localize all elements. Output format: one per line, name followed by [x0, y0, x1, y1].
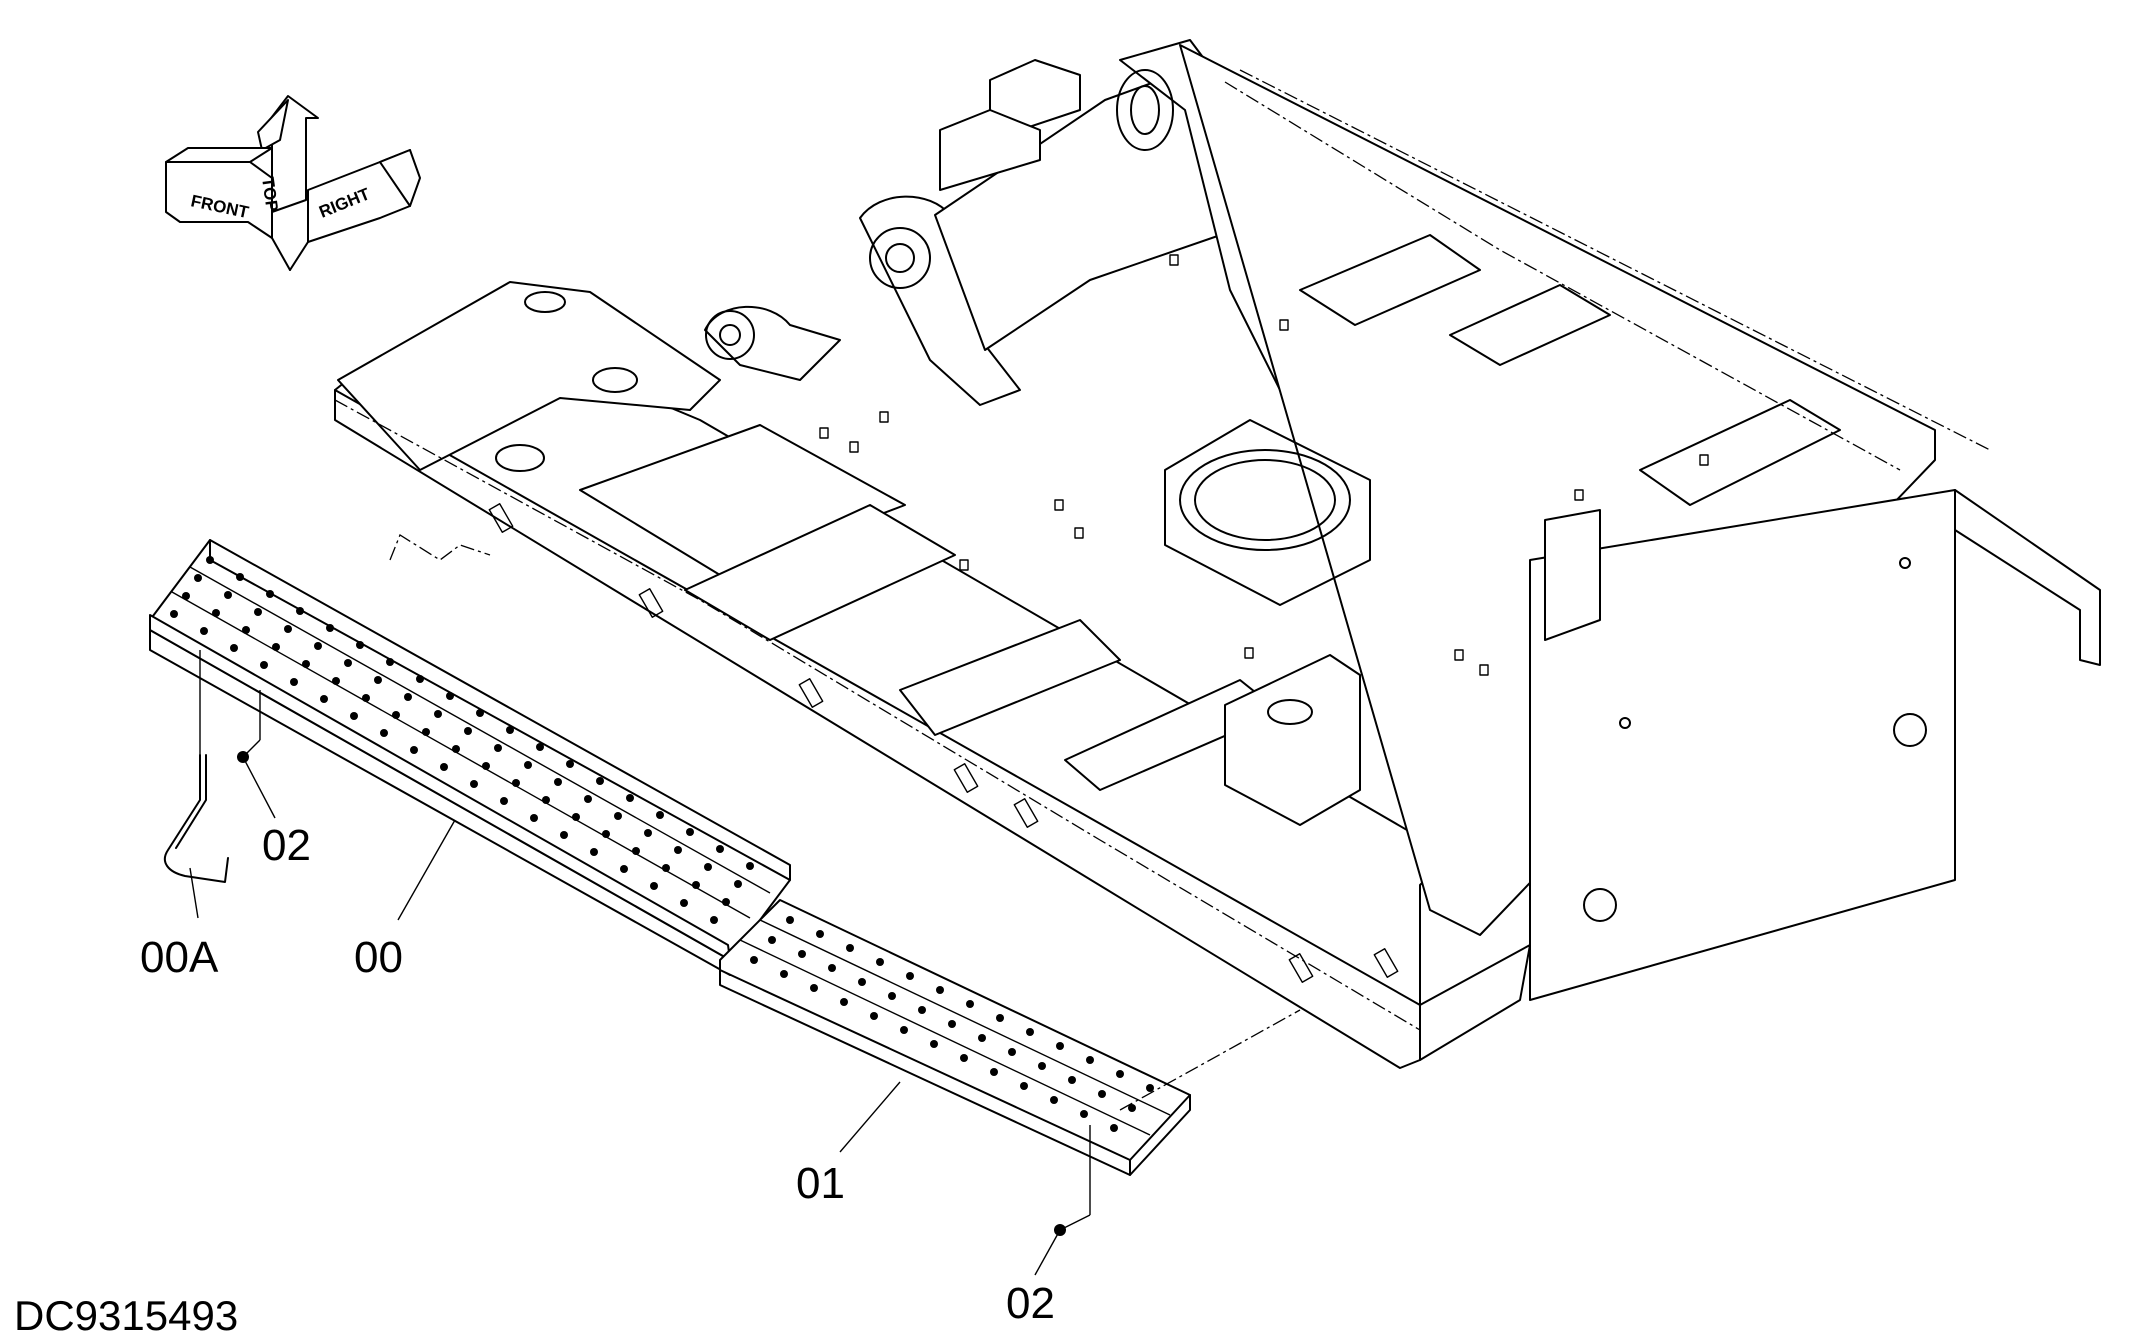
document-id: DC9315493: [14, 1292, 238, 1335]
counterweight-plate: [1529, 489, 1956, 1001]
step-plate-01: [719, 899, 1191, 1176]
top-label: TOP: [258, 176, 282, 213]
callout-02-upper: 02: [262, 821, 311, 870]
front-left-deck: [337, 281, 721, 471]
cross-member-3: [899, 619, 1121, 736]
perforation-holes: [750, 916, 1154, 1132]
perforation-holes: [170, 556, 754, 924]
orientation-indicator: FRONT TOP RIGHT: [165, 95, 421, 271]
callout-02-lower: 02: [1006, 1279, 1055, 1328]
front-arrow-icon: [165, 161, 273, 239]
callout-01: 01: [796, 1159, 845, 1208]
callout-00a: 00A: [140, 933, 219, 982]
left-side-rail: [334, 389, 1421, 1069]
cross-member-2: [684, 504, 956, 641]
main-frame: [334, 39, 2101, 1069]
step-plate-00: [149, 539, 791, 976]
handle-rod-00a: [163, 754, 229, 883]
cross-member-1: [579, 424, 906, 576]
boom-foot-bracket: [859, 195, 1021, 406]
callout-00: 00: [354, 933, 403, 982]
leader-lines: [189, 534, 1301, 1276]
